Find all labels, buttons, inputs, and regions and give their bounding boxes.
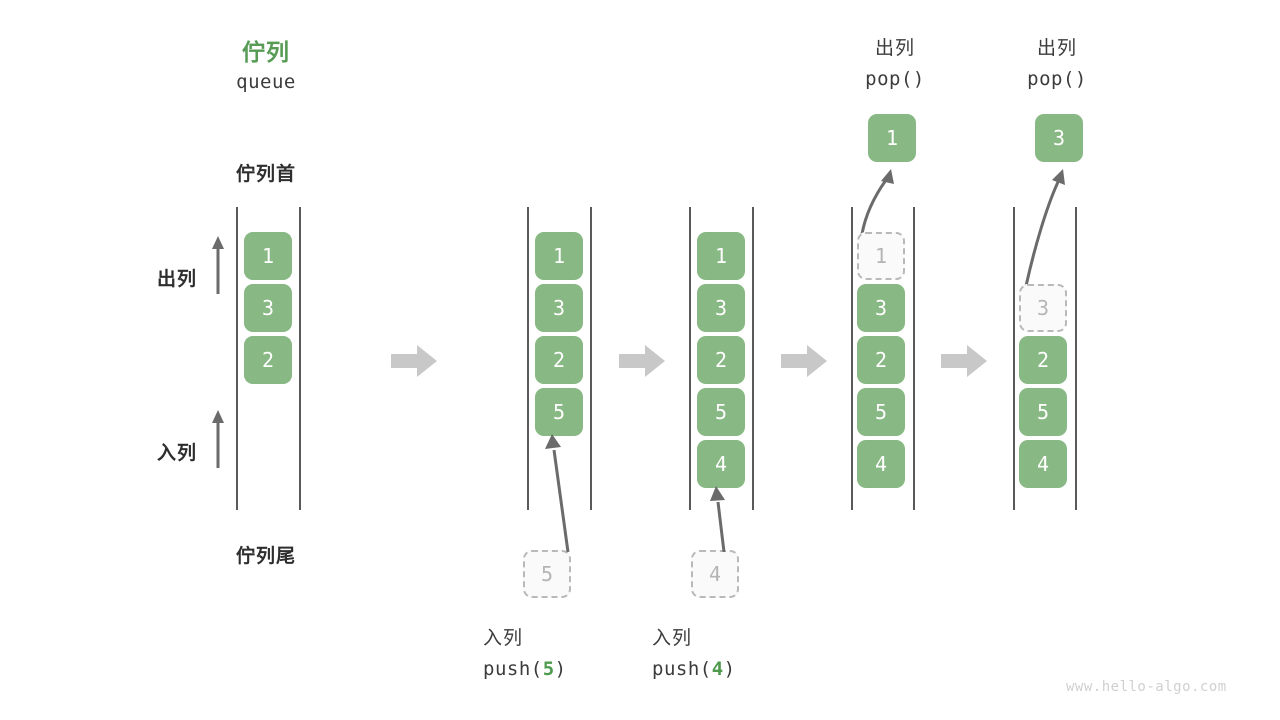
diagram-title-cn: 佇列 xyxy=(242,40,290,66)
queue-rail-left-stage1 xyxy=(236,207,238,510)
push-code-arg: 4 xyxy=(711,658,724,680)
queue-rail-right-stage1 xyxy=(299,207,301,510)
queue-cell: 5 xyxy=(697,388,745,436)
queue-tail-label: 佇列尾 xyxy=(235,545,296,567)
queue-cell: 2 xyxy=(1019,336,1067,384)
push-caption-code: push(4) xyxy=(652,658,812,680)
queue-rail-right-stage4 xyxy=(913,207,915,510)
dequeue-direction-arrow-icon xyxy=(212,236,224,294)
queue-rail-left-stage2 xyxy=(527,207,529,510)
enqueue-direction-label: 入列 xyxy=(156,442,197,464)
queue-cell-new: 4 xyxy=(697,440,745,488)
queue-cell: 1 xyxy=(244,232,292,280)
push-code-arg: 5 xyxy=(542,658,555,680)
queue-rail-right-stage2 xyxy=(590,207,592,510)
queue-cell-new: 5 xyxy=(535,388,583,436)
pop-code-prefix: pop( xyxy=(865,68,913,90)
pending-push-cell: 5 xyxy=(523,550,571,598)
push-code-suffix: ) xyxy=(723,658,736,680)
queue-cell: 5 xyxy=(1019,388,1067,436)
queue-cell: 3 xyxy=(857,284,905,332)
pop-caption-code: pop() xyxy=(830,68,960,90)
stage-separator-arrow-icon xyxy=(391,345,437,377)
queue-head-label: 佇列首 xyxy=(235,163,296,185)
pop-arrow-icon xyxy=(1024,169,1065,287)
queue-cell: 4 xyxy=(1019,440,1067,488)
pop-caption-cn: 出列 xyxy=(874,37,915,59)
popped-cell: 1 xyxy=(868,114,916,162)
removed-cell: 3 xyxy=(1019,284,1067,332)
popped-cell: 3 xyxy=(1035,114,1083,162)
queue-rail-left-stage4 xyxy=(851,207,853,510)
removed-cell: 1 xyxy=(857,232,905,280)
queue-rail-left-stage5 xyxy=(1013,207,1015,510)
queue-cell: 1 xyxy=(697,232,745,280)
pop-caption-cn: 出列 xyxy=(1036,37,1077,59)
queue-cell: 3 xyxy=(697,284,745,332)
push-caption-cn: 入列 xyxy=(652,627,693,649)
pop-code-suffix: ) xyxy=(1074,68,1087,90)
queue-rail-left-stage3 xyxy=(689,207,691,510)
dequeue-direction-label: 出列 xyxy=(156,268,197,290)
push-code-prefix: push( xyxy=(483,658,543,680)
pending-push-cell: 4 xyxy=(691,550,739,598)
queue-rail-right-stage5 xyxy=(1075,207,1077,510)
pop-code-suffix: ) xyxy=(912,68,925,90)
pop-caption-code: pop() xyxy=(992,68,1122,90)
enqueue-direction-arrow-icon xyxy=(212,410,224,468)
queue-cell: 1 xyxy=(535,232,583,280)
watermark: www.hello-algo.com xyxy=(1066,679,1227,695)
queue-cell: 3 xyxy=(244,284,292,332)
stage-separator-arrow-icon xyxy=(781,345,827,377)
queue-cell: 2 xyxy=(697,336,745,384)
queue-cell: 4 xyxy=(857,440,905,488)
push-code-suffix: ) xyxy=(554,658,567,680)
stage-separator-arrow-icon xyxy=(941,345,987,377)
queue-cell: 2 xyxy=(857,336,905,384)
push-caption-cn: 入列 xyxy=(483,627,524,649)
queue-cell: 5 xyxy=(857,388,905,436)
push-arrow-icon xyxy=(710,486,726,553)
queue-cell: 2 xyxy=(535,336,583,384)
push-caption-code: push(5) xyxy=(483,658,643,680)
stage-separator-arrow-icon xyxy=(619,345,665,377)
pop-code-prefix: pop( xyxy=(1027,68,1075,90)
queue-cell: 2 xyxy=(244,336,292,384)
push-code-prefix: push( xyxy=(652,658,712,680)
diagram-title-en: queue xyxy=(236,71,296,93)
queue-cell: 3 xyxy=(535,284,583,332)
queue-rail-right-stage3 xyxy=(752,207,754,510)
pop-arrow-icon xyxy=(860,169,894,235)
push-arrow-icon xyxy=(545,434,570,553)
